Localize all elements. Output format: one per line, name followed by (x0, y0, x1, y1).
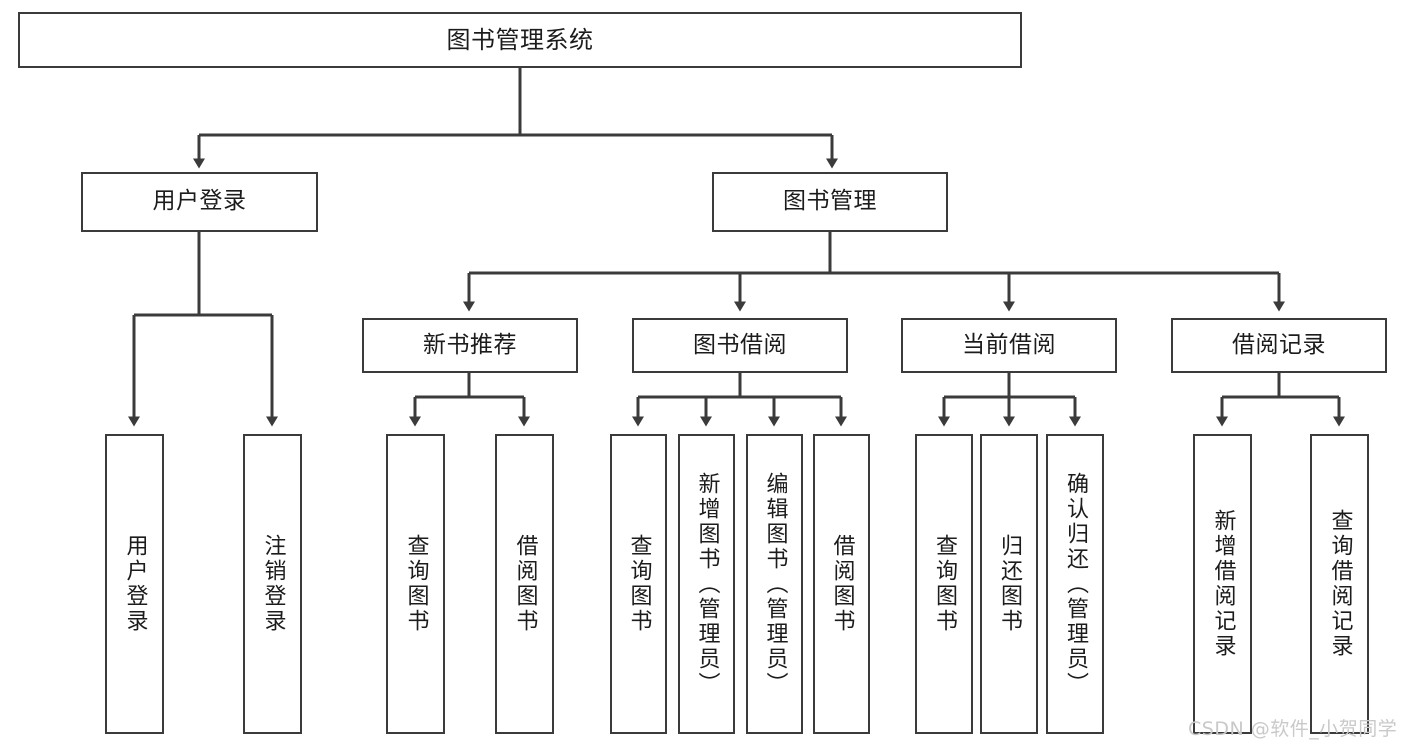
node-leaf-add-borrow-record[interactable]: 新增借阅记录 (1193, 434, 1252, 734)
node-label: 图书管理 (783, 188, 877, 215)
node-root-book-management-system[interactable]: 图书管理系统 (18, 12, 1022, 68)
node-book-management[interactable]: 图书管理 (712, 172, 948, 232)
node-leaf-query-book-current[interactable]: 查询图书 (915, 434, 973, 734)
node-leaf-query-borrow-record[interactable]: 查询借阅记录 (1310, 434, 1369, 734)
node-leaf-add-book[interactable]: 新增图书（管理员） (678, 434, 735, 734)
node-label: 借阅记录 (1232, 331, 1326, 358)
node-label: 图书借阅 (693, 331, 787, 358)
node-label: 归还图书 (996, 534, 1022, 634)
node-leaf-edit-book[interactable]: 编辑图书（管理员） (746, 434, 803, 734)
node-leaf-logout[interactable]: 注销登录 (243, 434, 302, 734)
node-label: 图书管理系统 (446, 25, 594, 54)
node-label: 新增借阅记录 (1210, 509, 1236, 659)
node-label: 查询图书 (626, 534, 652, 634)
node-user-login[interactable]: 用户登录 (81, 172, 318, 232)
node-leaf-confirm-return[interactable]: 确认归还（管理员） (1046, 434, 1104, 734)
node-label: 注销登录 (260, 534, 286, 634)
node-label: 编辑图书（管理员） (762, 471, 788, 697)
node-new-book-recommend[interactable]: 新书推荐 (362, 318, 578, 373)
node-label: 查询图书 (931, 534, 957, 634)
node-leaf-user-login[interactable]: 用户登录 (105, 434, 164, 734)
node-current-borrow[interactable]: 当前借阅 (901, 318, 1117, 373)
node-label: 查询图书 (403, 534, 429, 634)
node-leaf-borrow-book-recommend[interactable]: 借阅图书 (495, 434, 554, 734)
node-label: 当前借阅 (962, 331, 1056, 358)
node-label: 新增图书（管理员） (694, 471, 720, 697)
node-leaf-borrow-book[interactable]: 借阅图书 (813, 434, 870, 734)
node-leaf-query-book-borrow[interactable]: 查询图书 (610, 434, 667, 734)
csdn-watermark: CSDN @软件_小贺同学 (1188, 718, 1398, 740)
node-label: 借阅图书 (512, 534, 538, 634)
node-label: 查询借阅记录 (1327, 509, 1353, 659)
node-label: 用户登录 (152, 188, 247, 215)
node-label: 确认归还（管理员） (1062, 471, 1088, 697)
node-book-borrow[interactable]: 图书借阅 (632, 318, 848, 373)
node-label: 借阅图书 (829, 534, 855, 634)
node-leaf-return-book[interactable]: 归还图书 (980, 434, 1038, 734)
node-borrow-record[interactable]: 借阅记录 (1171, 318, 1387, 373)
node-label: 用户登录 (122, 534, 148, 634)
node-leaf-query-book-recommend[interactable]: 查询图书 (386, 434, 445, 734)
node-label: 新书推荐 (423, 331, 517, 358)
